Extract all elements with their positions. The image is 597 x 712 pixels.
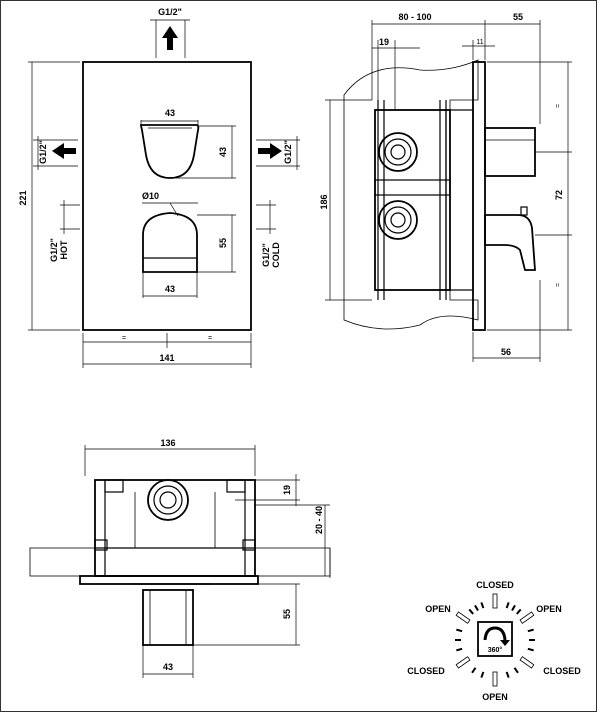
arrow-left-icon [52,143,76,159]
width-mark-right: = [208,335,212,342]
legend-tick-ring [455,593,535,687]
front-view: G1/2" 43 43 G1/2" G1/2" Ø10 [18,7,300,368]
lower-handle-height: 55 [218,238,228,248]
upper-cartridge [378,132,418,172]
cold-port-label: G1/2" [261,243,271,267]
spout-diameter: Ø10 [142,191,159,201]
legend-rotation: 360° [488,646,503,654]
top-port-dim: 19 [282,485,292,495]
legend-closed-top: CLOSED [476,580,514,590]
side-depth-range: 80 - 100 [398,12,431,22]
legend-closed-right: CLOSED [543,666,581,676]
top-view: 136 19 20 - 40 55 43 [29,438,331,678]
right-port-label: G1/2" [283,140,293,164]
legend-center-square [477,621,513,657]
upper-handle [140,124,200,179]
arrow-up-icon [162,26,178,50]
top-wall-range: 20 - 40 [314,506,324,534]
overall-width: 141 [159,353,174,363]
lower-cartridge [378,200,418,240]
upper-handle-width: 43 [165,108,175,118]
side-plate-dim: 11 [476,39,483,46]
side-top-right-dim: 55 [513,12,523,22]
side-spout [484,214,536,271]
cold-label: COLD [271,242,281,268]
top-width: 136 [160,438,175,448]
side-handle-offset: 72 [554,190,564,200]
arrow-right-icon [258,143,282,159]
side-inner-dim: 19 [379,37,389,47]
width-mark-left: = [122,335,126,342]
legend-closed-left: CLOSED [407,666,445,676]
lower-handle-width: 43 [165,284,175,294]
top-handle [142,589,194,646]
side-mark-b: = [555,283,562,287]
legend-open-left: OPEN [425,604,451,614]
top-cartridge [147,479,189,521]
legend-open-right: OPEN [536,604,562,614]
top-handle-depth: 55 [282,609,292,619]
side-box [374,109,451,291]
upper-handle-height: 43 [218,147,228,157]
side-front-plate [472,61,486,331]
rotation-legend: CLOSED OPEN OPEN CLOSED CLOSED OPEN [407,580,581,702]
side-view: 80 - 100 55 19 11 186 = 72 = 56 [319,12,572,362]
top-plate [79,575,259,585]
legend-open-bottom: OPEN [482,692,508,702]
top-port-label: G1/2" [158,7,182,17]
overall-height: 221 [18,190,28,205]
hot-label: HOT [59,240,69,260]
left-port-label: G1/2" [38,140,48,164]
side-mark-a: = [555,104,562,108]
side-upper-handle [484,127,536,177]
hot-port-label: G1/2" [49,238,59,262]
rotation-arrow-icon [483,626,510,646]
side-bottom-depth: 56 [501,347,511,357]
lower-handle [142,212,198,273]
top-handle-width: 43 [163,662,173,672]
front-plate [82,61,252,331]
side-body-height: 186 [319,194,329,209]
